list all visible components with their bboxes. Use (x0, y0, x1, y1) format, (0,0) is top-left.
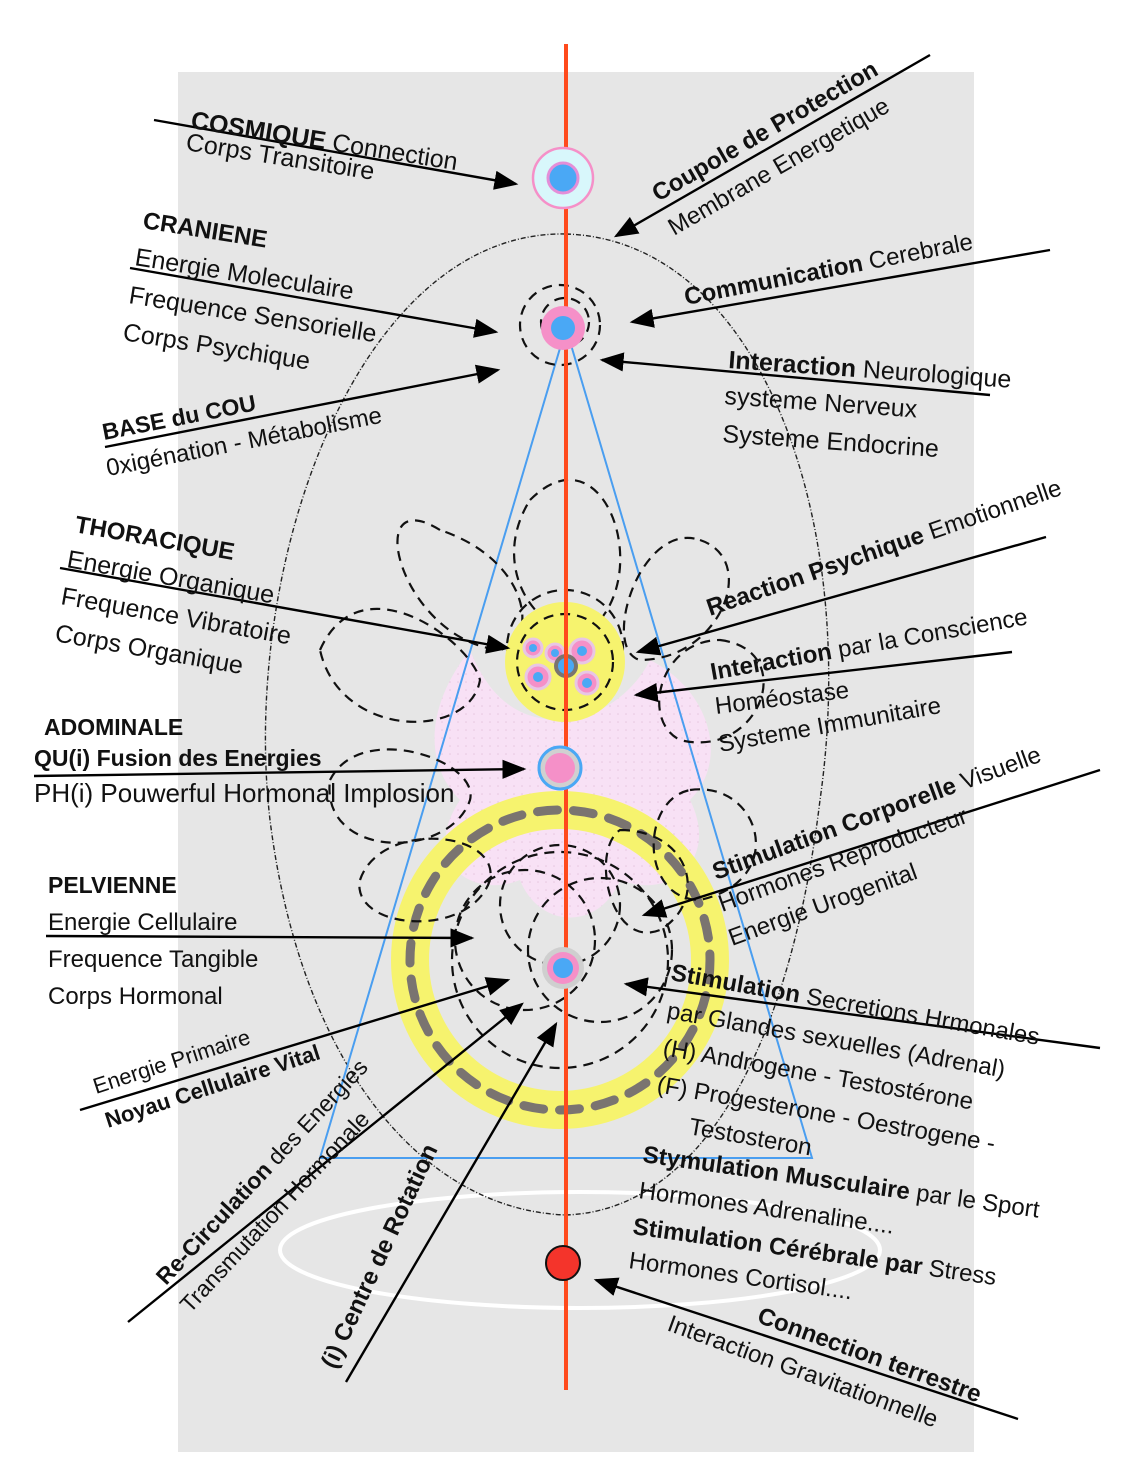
label-pelvienne-line: Energie Cellulaire (48, 909, 237, 936)
cosmic-node (531, 146, 595, 210)
grey-dashed-ring (405, 805, 715, 1115)
earth-node (545, 1245, 581, 1281)
label-interaction-neuro-line: systeme Nerveux (724, 382, 919, 423)
label-pelvienne-title: PELVIENNE (48, 872, 177, 898)
label-pelvienne-line: Corps Hormonal (48, 983, 223, 1010)
leader-lines (33, 53, 1101, 1421)
label-centre-rotation: (i) Centre de Rotation (316, 1140, 444, 1373)
label-hormonal-implosion: PH(i) Pouwerful Hormonal Implosion (34, 778, 454, 808)
label-pelvienne-line: Frequence Tangible (48, 946, 258, 973)
aura-egg (264, 233, 830, 1216)
label-stimulation-corporelle: Stimulation Corporelle Visuelle (709, 741, 1045, 885)
label-fusion-energies: QU(i) Fusion des Energies (34, 745, 322, 771)
pelvic-node (542, 947, 584, 989)
ground-ellipse (278, 1190, 882, 1310)
dashed-loops (318, 283, 765, 1070)
abdominal-node (537, 745, 583, 791)
label-interaction-neuro-line: Systeme Endocrine (722, 420, 940, 463)
cranial-node (541, 306, 585, 350)
label-adominale-title: ADOMINALE (44, 714, 183, 740)
label-interaction-conscience: Interaction par la Conscience (708, 603, 1029, 685)
